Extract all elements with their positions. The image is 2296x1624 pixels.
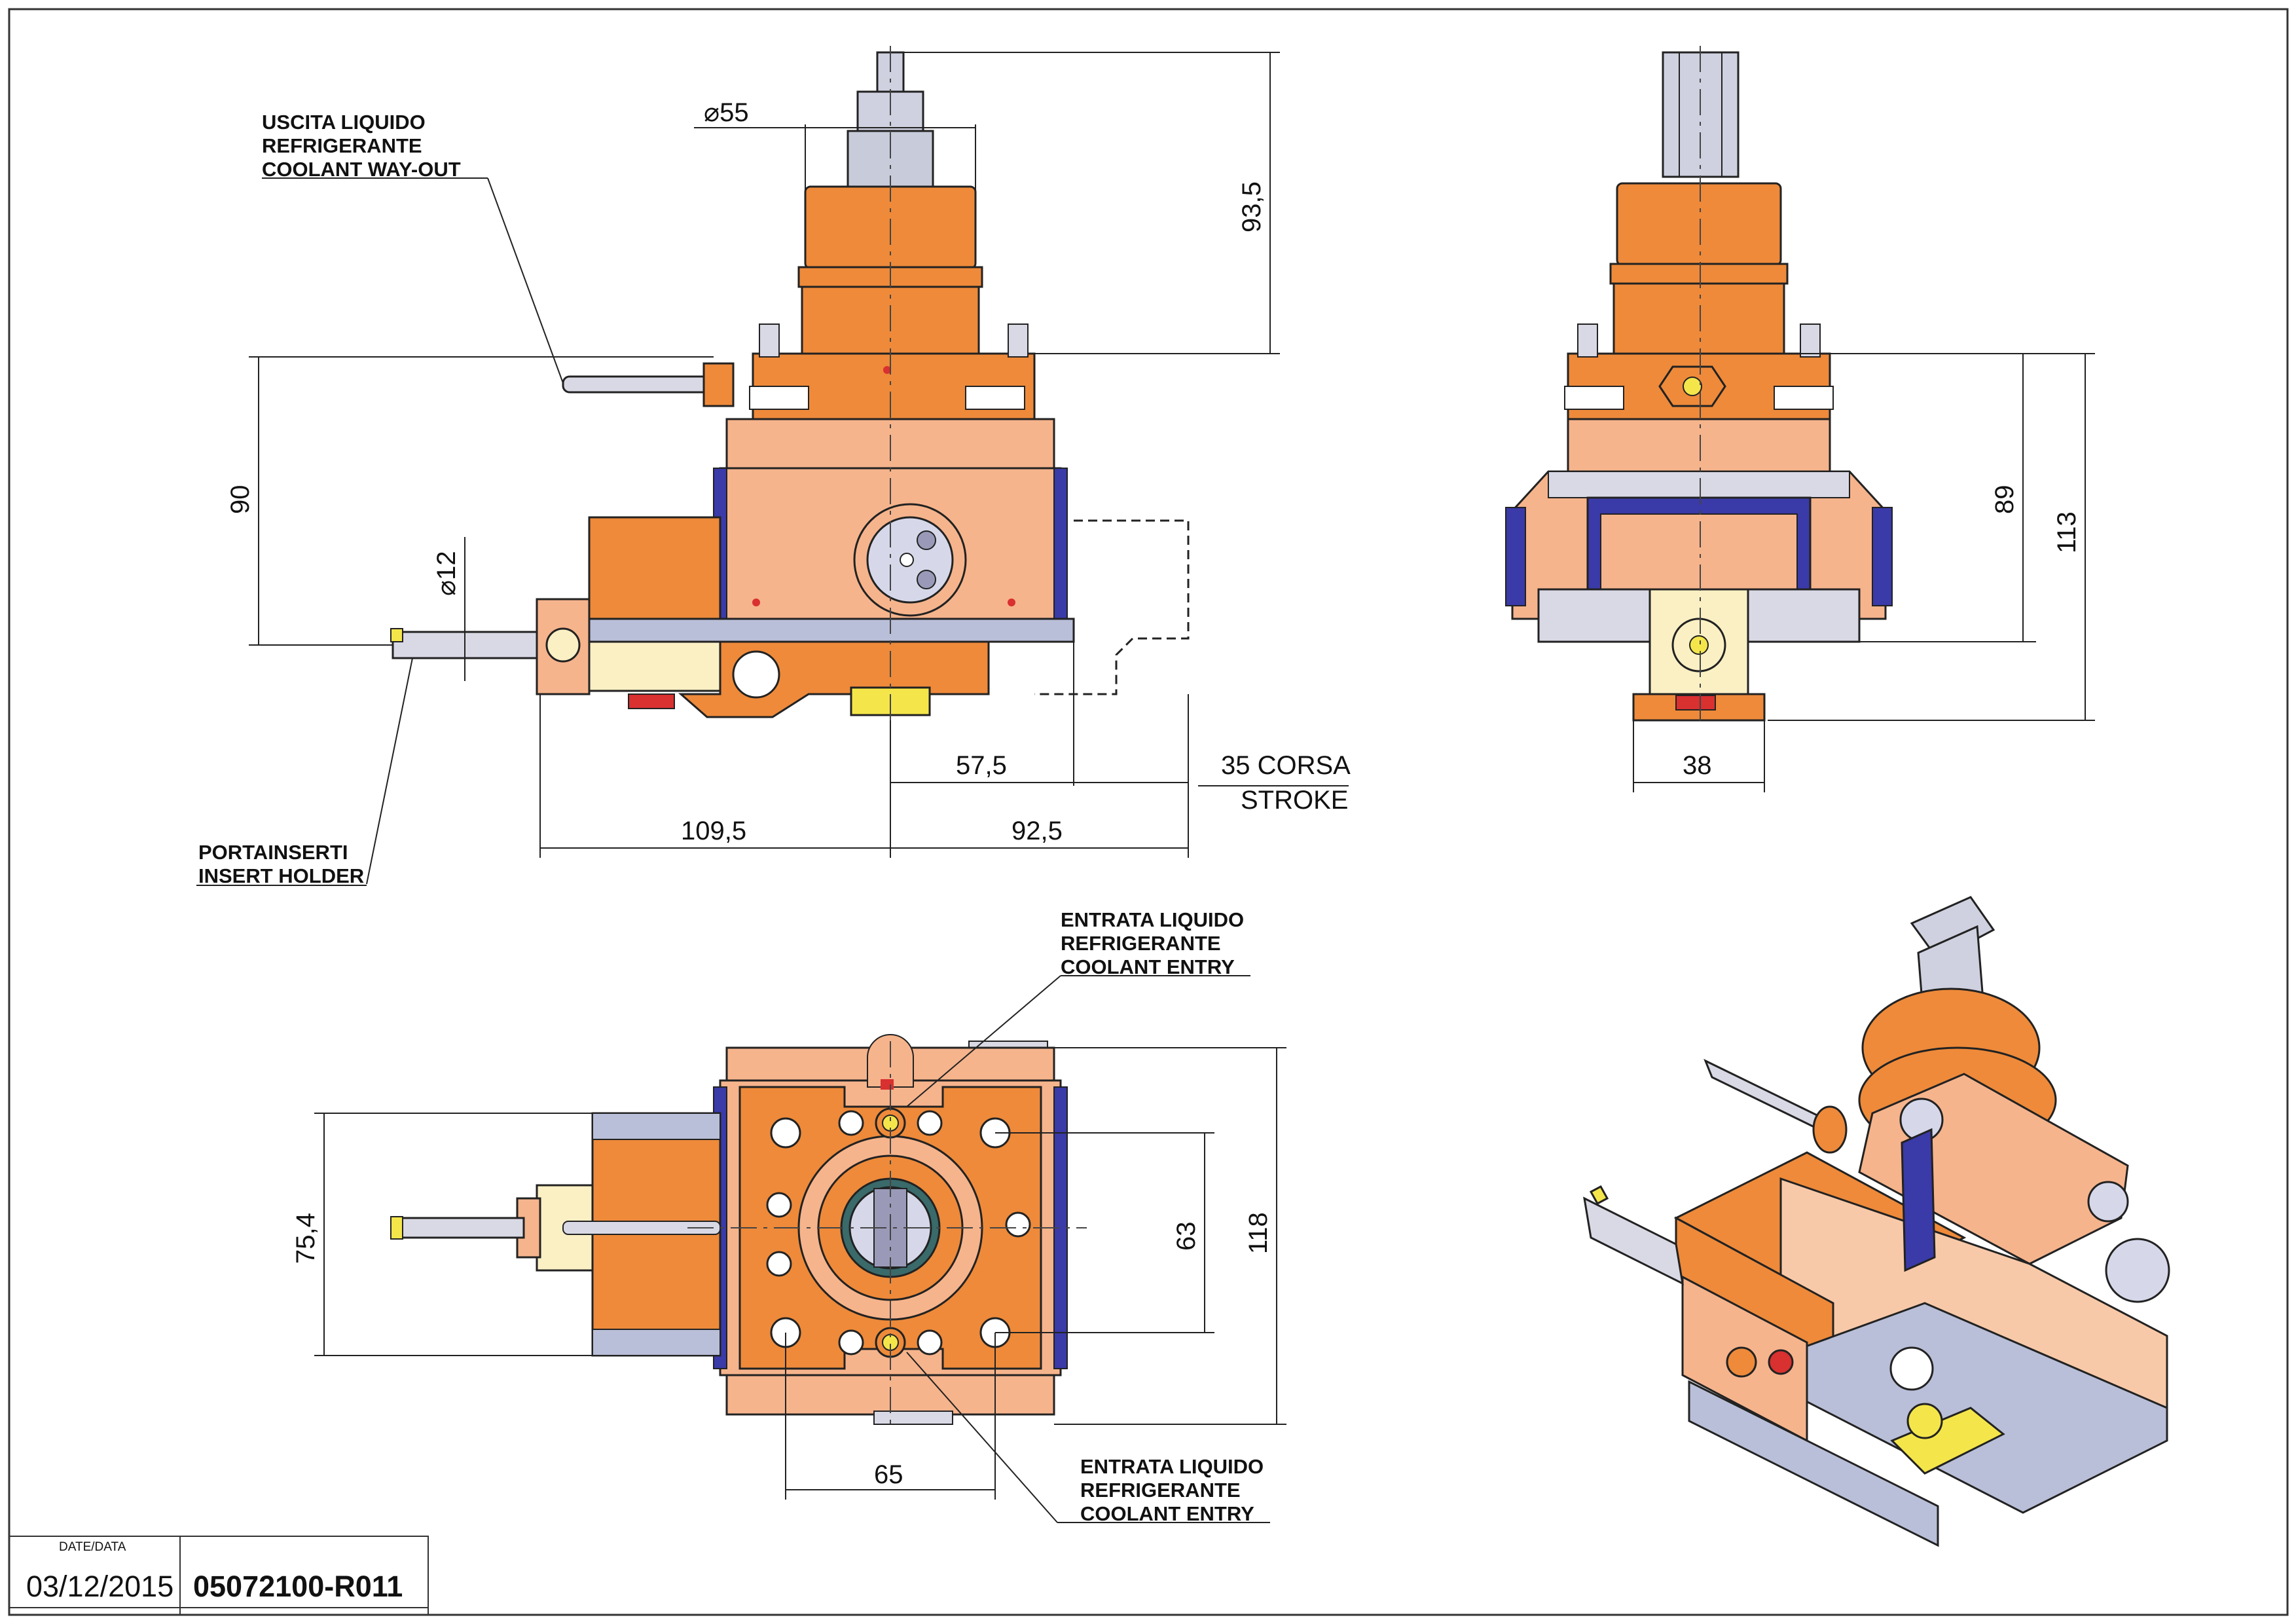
note-coolant-entry-bottom-1: ENTRATA LIQUIDO — [1080, 1455, 1264, 1478]
dim-diameter-12: ⌀12 — [432, 551, 461, 596]
note-coolant-out-3: COOLANT WAY-OUT — [262, 158, 461, 181]
top-view-dimensions — [314, 975, 1286, 1523]
dim-stroke-1: 35 CORSA — [1221, 751, 1351, 780]
side-view-dimensions — [1633, 353, 2095, 792]
note-insert-holder-1: PORTAINSERTI — [198, 841, 348, 864]
front-view-dimensions — [249, 52, 1349, 858]
note-coolant-entry-top-3: COOLANT ENTRY — [1061, 955, 1235, 978]
dim-118: 118 — [1244, 1212, 1273, 1254]
note-coolant-entry-top-2: REFRIGERANTE — [1061, 932, 1221, 955]
note-coolant-out-2: REFRIGERANTE — [262, 134, 422, 157]
dim-75-4: 75,4 — [291, 1213, 320, 1264]
dim-109-5: 109,5 — [681, 817, 746, 845]
title-date-label: DATE/DATA — [59, 1540, 126, 1554]
dim-63: 63 — [1172, 1222, 1201, 1251]
title-block — [9, 1536, 429, 1615]
note-insert-holder-2: INSERT HOLDER — [198, 864, 364, 887]
dim-92-5: 92,5 — [1011, 817, 1063, 845]
title-date: 03/12/2015 — [26, 1570, 173, 1603]
dim-93-5: 93,5 — [1237, 181, 1266, 232]
dim-65: 65 — [874, 1460, 903, 1489]
top-view — [390, 1034, 1087, 1428]
dim-57-5: 57,5 — [956, 751, 1007, 780]
note-coolant-entry-bottom-3: COOLANT ENTRY — [1080, 1502, 1254, 1525]
dim-diameter-55: ⌀55 — [704, 98, 749, 127]
sheet-border — [8, 8, 2289, 1616]
dim-stroke-2: STROKE — [1241, 786, 1348, 815]
title-drawing-code: 05072100-R011 — [193, 1570, 403, 1603]
note-coolant-out-1: USCITA LIQUIDO — [262, 111, 426, 134]
dim-90: 90 — [226, 485, 255, 515]
front-view — [390, 46, 1190, 766]
dim-89: 89 — [1990, 485, 2019, 515]
dim-113: 113 — [2052, 511, 2081, 553]
isometric-view — [1583, 896, 2170, 1547]
side-view — [1505, 46, 1893, 727]
note-coolant-entry-top-1: ENTRATA LIQUIDO — [1061, 908, 1244, 931]
dim-38: 38 — [1683, 751, 1712, 780]
leader-lines — [196, 177, 564, 886]
note-coolant-entry-bottom-2: REFRIGERANTE — [1080, 1479, 1241, 1502]
